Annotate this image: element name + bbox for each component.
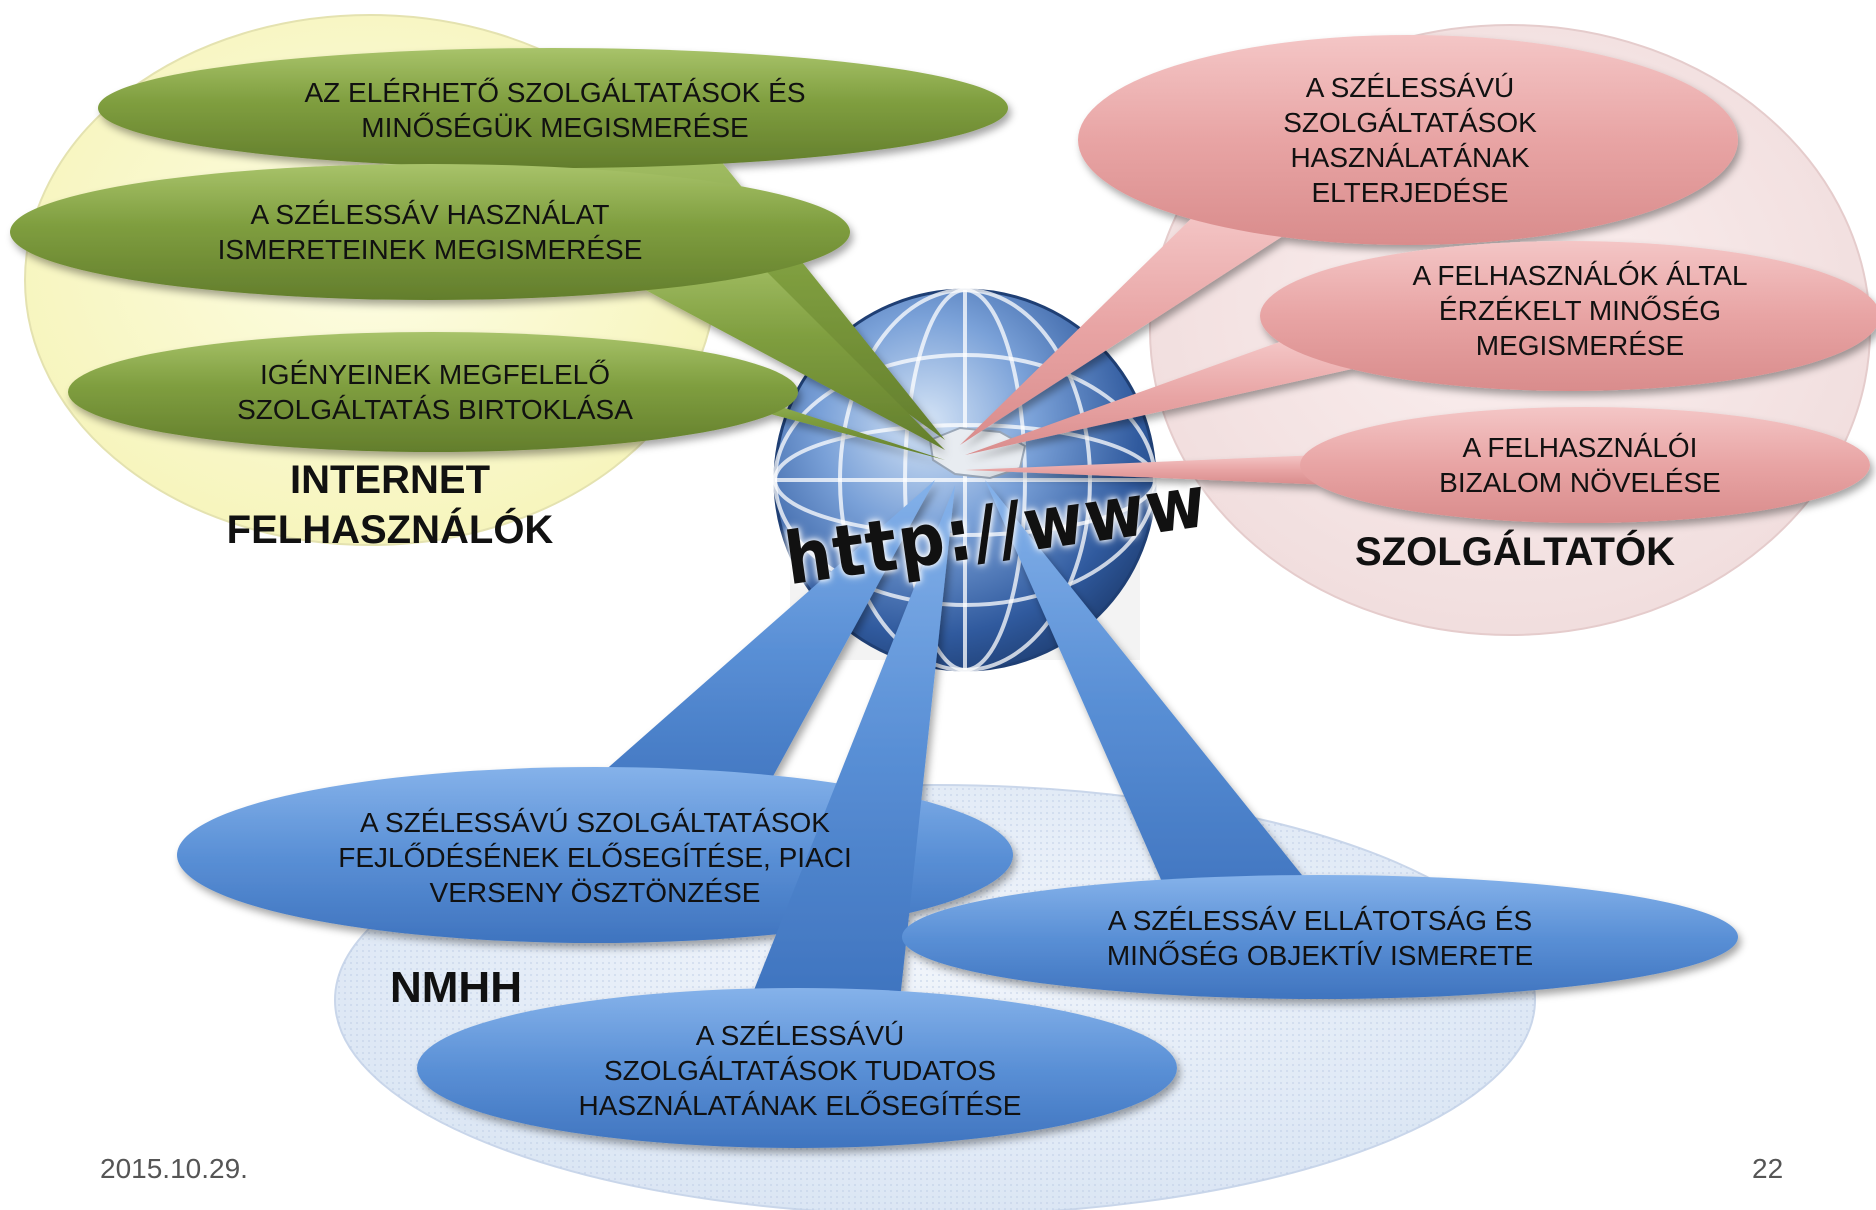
users-bubble-3 [68,332,945,460]
providers-group-label: SZOLGÁLTATÓK [1355,530,1675,574]
providers-bubble-3-text: A FELHASZNÁLÓI BIZALOM NÖVELÉSE [1439,432,1721,498]
regulator-bubbles [177,480,1738,1148]
providers-bubbles [960,35,1876,523]
users-bubble-2 [10,164,945,450]
regulator-bubble-3-text: A SZÉLESSÁVÚ SZOLGÁLTATÁSOK TUDATOS HASZ… [578,1019,1022,1121]
users-bubble-3-text: IGÉNYEINEK MEGFELELŐ SZOLGÁLTATÁS BIRTOK… [237,359,633,425]
providers-bubble-2 [965,241,1876,455]
providers-bubble-3 [965,407,1870,523]
regulator-group-label: NMHH [390,963,522,1012]
footer-page-number: 22 [1752,1153,1784,1184]
users-bubbles [10,48,1008,460]
providers-bubble-1 [960,35,1738,445]
providers-bubble-2-text: A FELHASZNÁLÓK ÁLTAL ÉRZÉKELT MINŐSÉG ME… [1412,259,1748,361]
footer-date: 2015.10.29. [100,1153,248,1184]
regulator-bubble-2 [902,480,1738,999]
regulator-bubble-1-text: A SZÉLESSÁVÚ SZOLGÁLTATÁSOK FEJLŐDÉSÉNEK… [338,806,852,908]
users-bubble-2-text: A SZÉLESSÁV HASZNÁLAT ISMERETEINEK MEGIS… [217,199,643,265]
providers-bubble-1-text: A SZÉLESSÁVÚ SZOLGÁLTATÁSOK HASZNÁLATÁNA… [1283,71,1537,208]
users-bubble-1-text: AZ ELÉRHETŐ SZOLGÁLTATÁSOK ÉS MINŐSÉGÜK … [304,77,806,143]
users-group-label: INTERNET FELHASZNÁLÓK [226,458,554,552]
regulator-bubble-3 [417,485,1177,1148]
regulator-bubble-2-text: A SZÉLESSÁV ELLÁTOTSÁG ÉS MINŐSÉG OBJEKT… [1106,905,1534,971]
